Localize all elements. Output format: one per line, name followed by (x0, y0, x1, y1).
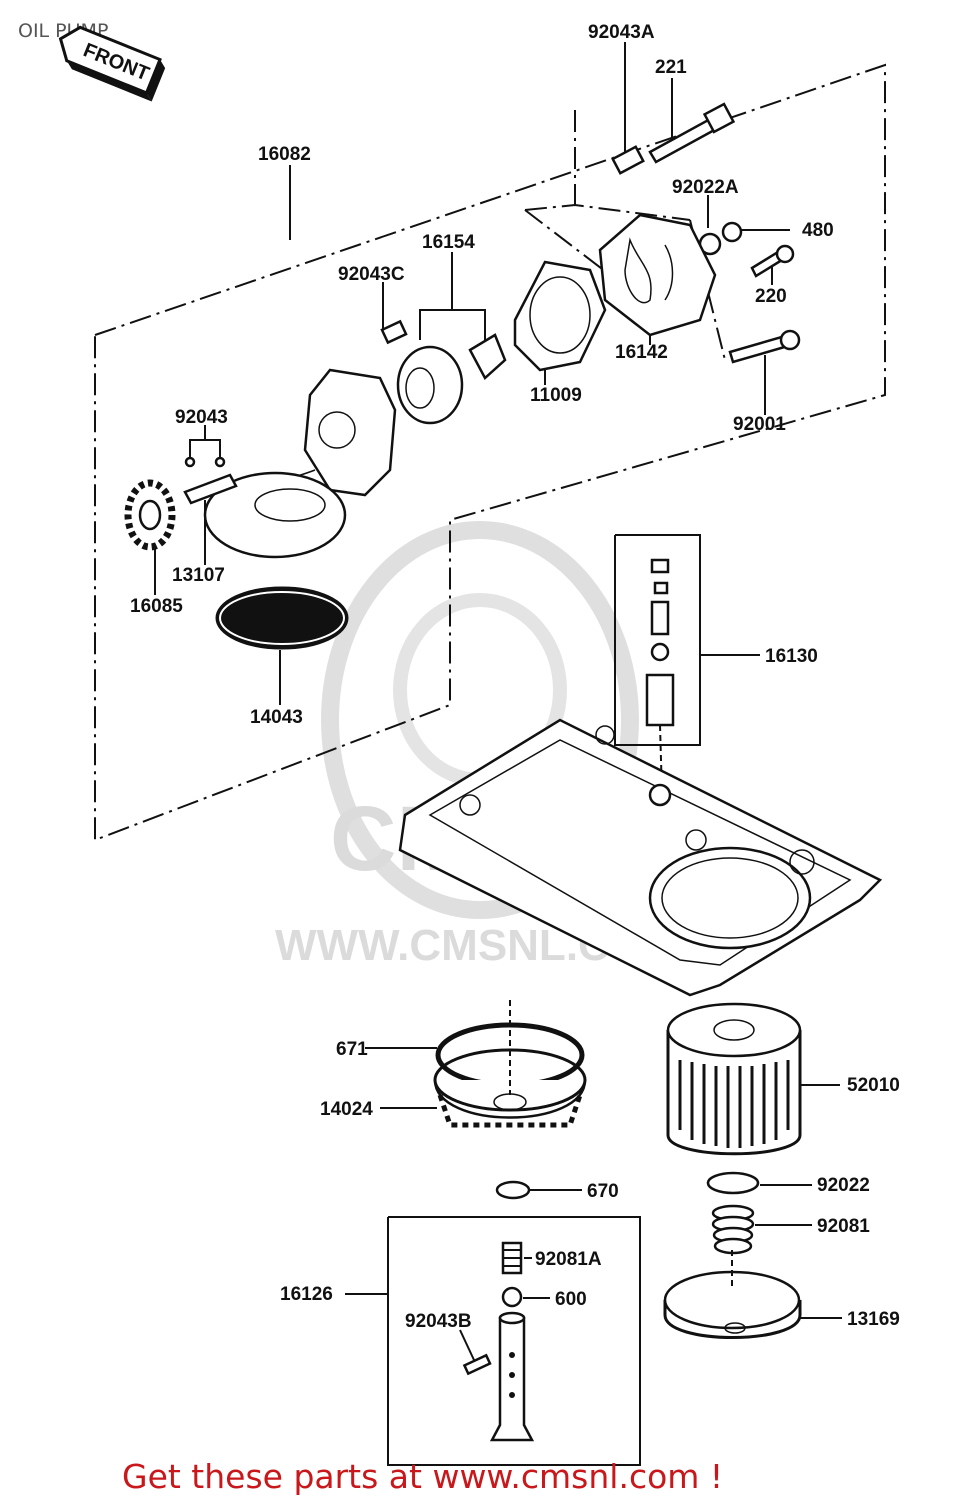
label-16154: 16154 (422, 232, 475, 253)
part-16085-sprocket (124, 479, 176, 551)
part-labels: 92043A 221 16082 92022A 480 220 16154 92… (130, 22, 900, 1332)
label-92001: 92001 (733, 414, 786, 435)
part-670-washer (495, 1180, 531, 1200)
label-16126: 16126 (280, 1284, 333, 1305)
part-600-ball (501, 1286, 523, 1308)
part-16154-rotor (396, 333, 507, 425)
part-14043-screen (215, 586, 349, 650)
label-14024: 14024 (320, 1099, 373, 1120)
label-13107: 13107 (172, 565, 225, 586)
label-92043B: 92043B (405, 1311, 472, 1332)
label-11009: 11009 (530, 385, 582, 406)
label-671: 671 (336, 1039, 368, 1060)
part-92043A-pin (611, 145, 645, 175)
label-92081A: 92081A (535, 1249, 602, 1270)
part-11009-gasket (513, 260, 607, 372)
part-92043B-pin-and-valve (462, 1311, 535, 1442)
label-480: 480 (802, 220, 834, 241)
label-220: 220 (755, 286, 787, 307)
part-92081A-spring (501, 1241, 523, 1275)
oil-strainer-pickup (203, 471, 347, 559)
relief-valve-bracket (614, 534, 701, 746)
label-13169: 13169 (847, 1309, 900, 1330)
pump-assembly-outline (94, 63, 886, 842)
part-52010-oil-filter (666, 1002, 802, 1156)
label-16142: 16142 (615, 342, 668, 363)
label-92043: 92043 (175, 407, 228, 428)
label-92022: 92022 (817, 1175, 870, 1196)
pump-assembly-inner-line (524, 203, 691, 221)
part-13107-shaft (183, 473, 238, 505)
label-92022A: 92022A (672, 177, 739, 198)
label-92043C: 92043C (338, 264, 405, 285)
part-480-ring (721, 221, 743, 243)
label-600: 600 (555, 1289, 587, 1310)
part-92081-spring (711, 1204, 755, 1255)
label-16130: 16130 (765, 646, 818, 667)
front-arrow-marker: FRONT (58, 25, 166, 102)
label-670: 670 (587, 1181, 619, 1202)
label-16082: 16082 (258, 144, 311, 165)
part-92001-bolt (728, 329, 801, 364)
footer-promo-link[interactable]: Get these parts at www.cmsnl.com ! (122, 1457, 723, 1496)
label-16085: 16085 (130, 596, 183, 617)
label-52010: 52010 (847, 1075, 900, 1096)
part-16130-relief-valve (645, 558, 675, 727)
label-92081: 92081 (817, 1216, 870, 1237)
label-221: 221 (655, 57, 687, 78)
part-16142-cover (598, 213, 717, 337)
part-92043C-pin (380, 319, 408, 345)
part-92043-pins (184, 456, 226, 468)
part-221-bolt (648, 102, 736, 164)
part-92022-washer (706, 1171, 760, 1195)
oil-pan (398, 718, 883, 997)
label-14043: 14043 (250, 707, 303, 728)
label-92043A: 92043A (588, 22, 655, 43)
part-220-bolt (750, 244, 795, 278)
bypass-valve-bracket (387, 1216, 641, 1466)
